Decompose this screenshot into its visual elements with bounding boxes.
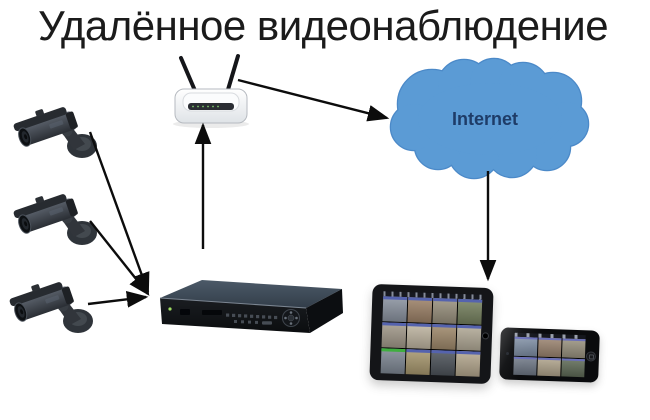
internet-cloud: Internet bbox=[389, 57, 590, 180]
tablet-camera-grid bbox=[380, 296, 483, 377]
router-antenna-right bbox=[225, 54, 240, 95]
camera-feed-tile bbox=[382, 296, 408, 323]
camera-feed-tile bbox=[405, 349, 431, 375]
page-title: Удалённое видеонаблюдение bbox=[38, 2, 609, 49]
internet-label: Internet bbox=[452, 109, 518, 129]
bullet-camera-2-icon bbox=[10, 186, 98, 246]
camera-feed-tile bbox=[561, 338, 586, 358]
tablet-device bbox=[369, 283, 494, 385]
camera-feed-tile bbox=[456, 324, 482, 351]
wifi-router-icon bbox=[173, 54, 249, 128]
phone-screen bbox=[513, 332, 586, 378]
internet-cloud-fill bbox=[391, 59, 588, 178]
bullet-camera-3-icon bbox=[6, 274, 94, 334]
bullet-camera-1-icon bbox=[10, 99, 98, 159]
camera-feed-tile bbox=[561, 357, 585, 378]
dvr-power-led bbox=[168, 307, 172, 311]
dvr-recorder-icon bbox=[159, 280, 343, 333]
phone-home-button bbox=[585, 351, 597, 362]
phone-camera-grid bbox=[513, 336, 586, 378]
camera-feed-tile bbox=[431, 324, 457, 350]
camera-feed-tile bbox=[537, 357, 561, 377]
smartphone-device bbox=[499, 327, 600, 383]
phone-front-camera-dot bbox=[505, 351, 510, 356]
camera-feed-tile bbox=[407, 297, 433, 323]
tablet-screen bbox=[380, 291, 483, 377]
camera-feed-tile bbox=[457, 298, 483, 325]
camera-feed-tile bbox=[455, 350, 481, 377]
camera-feed-tile bbox=[430, 350, 456, 376]
camera-feed-tile bbox=[432, 298, 458, 324]
camera-feed-tile bbox=[513, 336, 538, 357]
camera-feed-tile bbox=[513, 356, 537, 376]
camera-feed-tile bbox=[406, 323, 432, 349]
camera-feed-tile-selected bbox=[380, 348, 406, 375]
phone-toolbar bbox=[514, 332, 586, 340]
tablet-home-button bbox=[481, 332, 490, 340]
camera-feed-tile bbox=[537, 337, 562, 357]
router-antenna-left bbox=[179, 56, 198, 95]
camera-feed-tile bbox=[381, 322, 407, 349]
